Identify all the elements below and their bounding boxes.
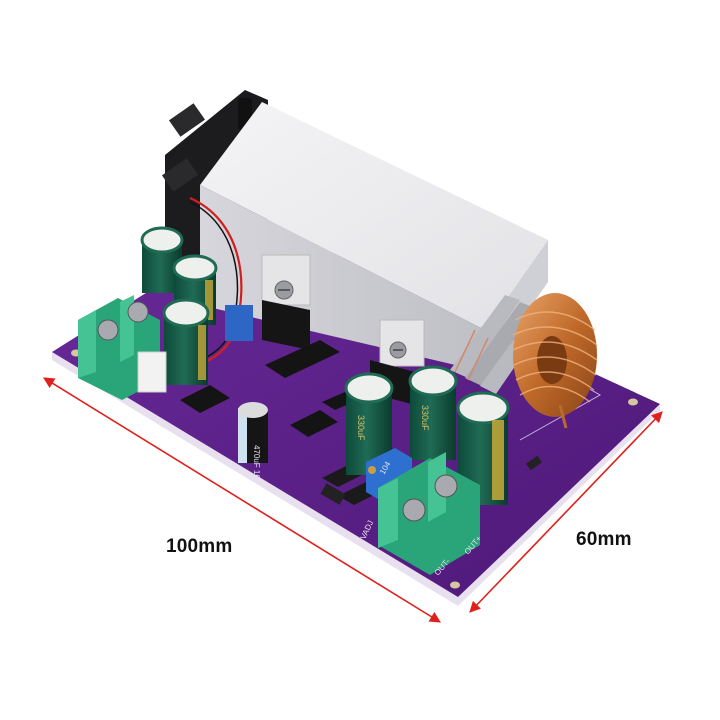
cap-label: 330uF [356,415,366,441]
dimension-arrow-100mm [43,377,441,623]
screw-icon [97,319,119,341]
dimension-label-length: 100mm [166,536,233,557]
capacitor [140,226,184,293]
input-capacitors [140,226,218,385]
screw-icon [127,301,149,323]
mounting-hole [450,581,460,589]
cap-label: 470uF 16V [252,445,261,485]
dimension-arrow-60mm [469,411,663,613]
capacitor: 330uF [408,365,458,460]
screw-icon [402,498,426,522]
capacitor [162,298,210,385]
toroidal-inductor [512,293,598,429]
fan-connector [137,351,167,393]
screw-icon [434,474,458,498]
mosfet-1 [261,254,311,350]
mounting-hole [628,398,638,406]
dimension-label-width: 60mm [576,529,632,550]
potentiometer [225,305,253,341]
cap-label: 330uF [420,405,430,431]
